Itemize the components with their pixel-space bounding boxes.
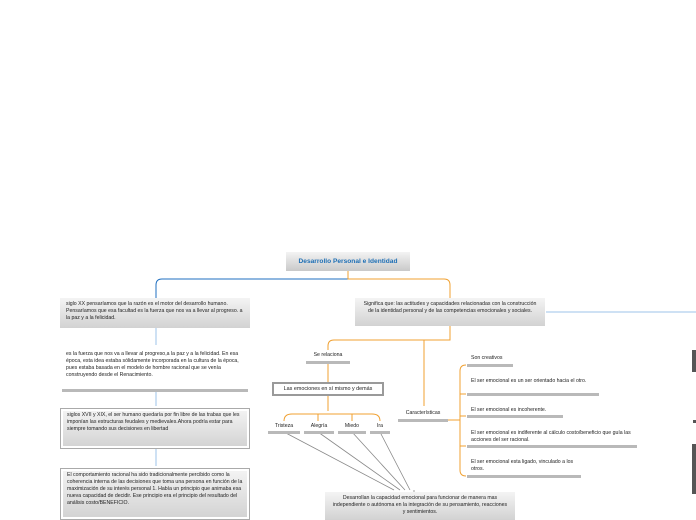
- left-card-3[interactable]: El comportamiento racional ha sido tradi…: [60, 468, 250, 520]
- left-card-2-text: siglos XVII y XIX, el ser humano quedarí…: [67, 412, 240, 432]
- emotion-ira-underline: [370, 431, 390, 434]
- trait-2[interactable]: El ser emocional es un ser orientado hac…: [471, 378, 601, 385]
- trait-1-underline: [467, 364, 513, 367]
- emotion-alegria-underline: [304, 431, 334, 434]
- emotion-alegria[interactable]: Alegría: [304, 423, 334, 430]
- emotion-tristeza-underline: [268, 431, 300, 434]
- left-card-3-text: El comportamiento racional ha sido tradi…: [67, 472, 243, 506]
- emociones-box[interactable]: Las emociones en sí mismo y demás: [272, 382, 384, 396]
- emotion-miedo[interactable]: Miedo: [338, 423, 366, 430]
- offscreen-node-edge-3: [692, 444, 696, 494]
- left-paragraph-1[interactable]: es la fuerza que nos va a llevar al prog…: [66, 351, 248, 379]
- se-relaciona-text: Se relaciona: [313, 352, 343, 358]
- bottom-card-text: Desarrollan la capacidad emocional para …: [332, 495, 508, 515]
- trait-3-underline: [467, 415, 563, 418]
- root-title: Desarrollo Personal e Identidad: [298, 258, 398, 265]
- trait-5[interactable]: El ser emocional esta ligado, vinculado …: [471, 459, 587, 473]
- trait-3[interactable]: El ser emocional es incoherente.: [471, 407, 571, 414]
- right-card-1[interactable]: Significa que: las actitudes y capacidad…: [355, 298, 545, 326]
- left-card-2[interactable]: siglos XVII y XIX, el ser humano quedarí…: [60, 408, 250, 449]
- offscreen-node-edge-2: [693, 420, 696, 423]
- caracteristicas-label[interactable]: Características: [398, 410, 448, 417]
- trait-1-text: Son creativos: [471, 355, 503, 361]
- trait-1[interactable]: Son creativos: [471, 355, 531, 362]
- emotion-ira[interactable]: Ira: [370, 423, 390, 430]
- trait-5-text: El ser emocional esta ligado, vinculado …: [471, 459, 574, 472]
- emotion-alegria-text: Alegría: [310, 423, 328, 429]
- se-relaciona-label[interactable]: Se relaciona: [304, 352, 352, 359]
- emotion-tristeza-text: Tristeza: [274, 423, 294, 429]
- emotion-ira-text: Ira: [376, 423, 384, 429]
- trait-2-text: El ser emocional es un ser orientado hac…: [471, 378, 587, 384]
- caracteristicas-text: Características: [405, 410, 441, 416]
- trait-4[interactable]: El ser emocional es indiferente al cálcu…: [471, 430, 637, 444]
- trait-5-underline: [467, 475, 581, 478]
- trait-2-underline: [467, 393, 599, 396]
- root-node[interactable]: Desarrollo Personal e Identidad: [286, 252, 410, 271]
- caracteristicas-underline: [398, 419, 448, 422]
- trait-4-underline: [467, 445, 637, 448]
- left-card-1[interactable]: siglo XX pensaríamos que la razón es el …: [60, 298, 250, 328]
- offscreen-node-edge-1: [692, 350, 696, 372]
- right-card-1-text: Significa que: las actitudes y capacidad…: [363, 301, 537, 314]
- trait-3-text: El ser emocional es incoherente.: [471, 407, 547, 413]
- trait-4-text: El ser emocional es indiferente al cálcu…: [471, 430, 631, 443]
- left-card-1-text: siglo XX pensaríamos que la razón es el …: [66, 301, 243, 321]
- emotion-miedo-underline: [338, 431, 366, 434]
- emotion-tristeza[interactable]: Tristeza: [268, 423, 300, 430]
- left-paragraph-1-text: es la fuerza que nos va a llevar al prog…: [66, 351, 239, 378]
- emotion-miedo-text: Miedo: [344, 423, 360, 429]
- se-relaciona-underline: [306, 361, 350, 364]
- left-paragraph-underline: [62, 389, 248, 392]
- bottom-card[interactable]: Desarrollan la capacidad emocional para …: [325, 492, 515, 520]
- emociones-box-text: Las emociones en sí mismo y demás: [283, 386, 373, 392]
